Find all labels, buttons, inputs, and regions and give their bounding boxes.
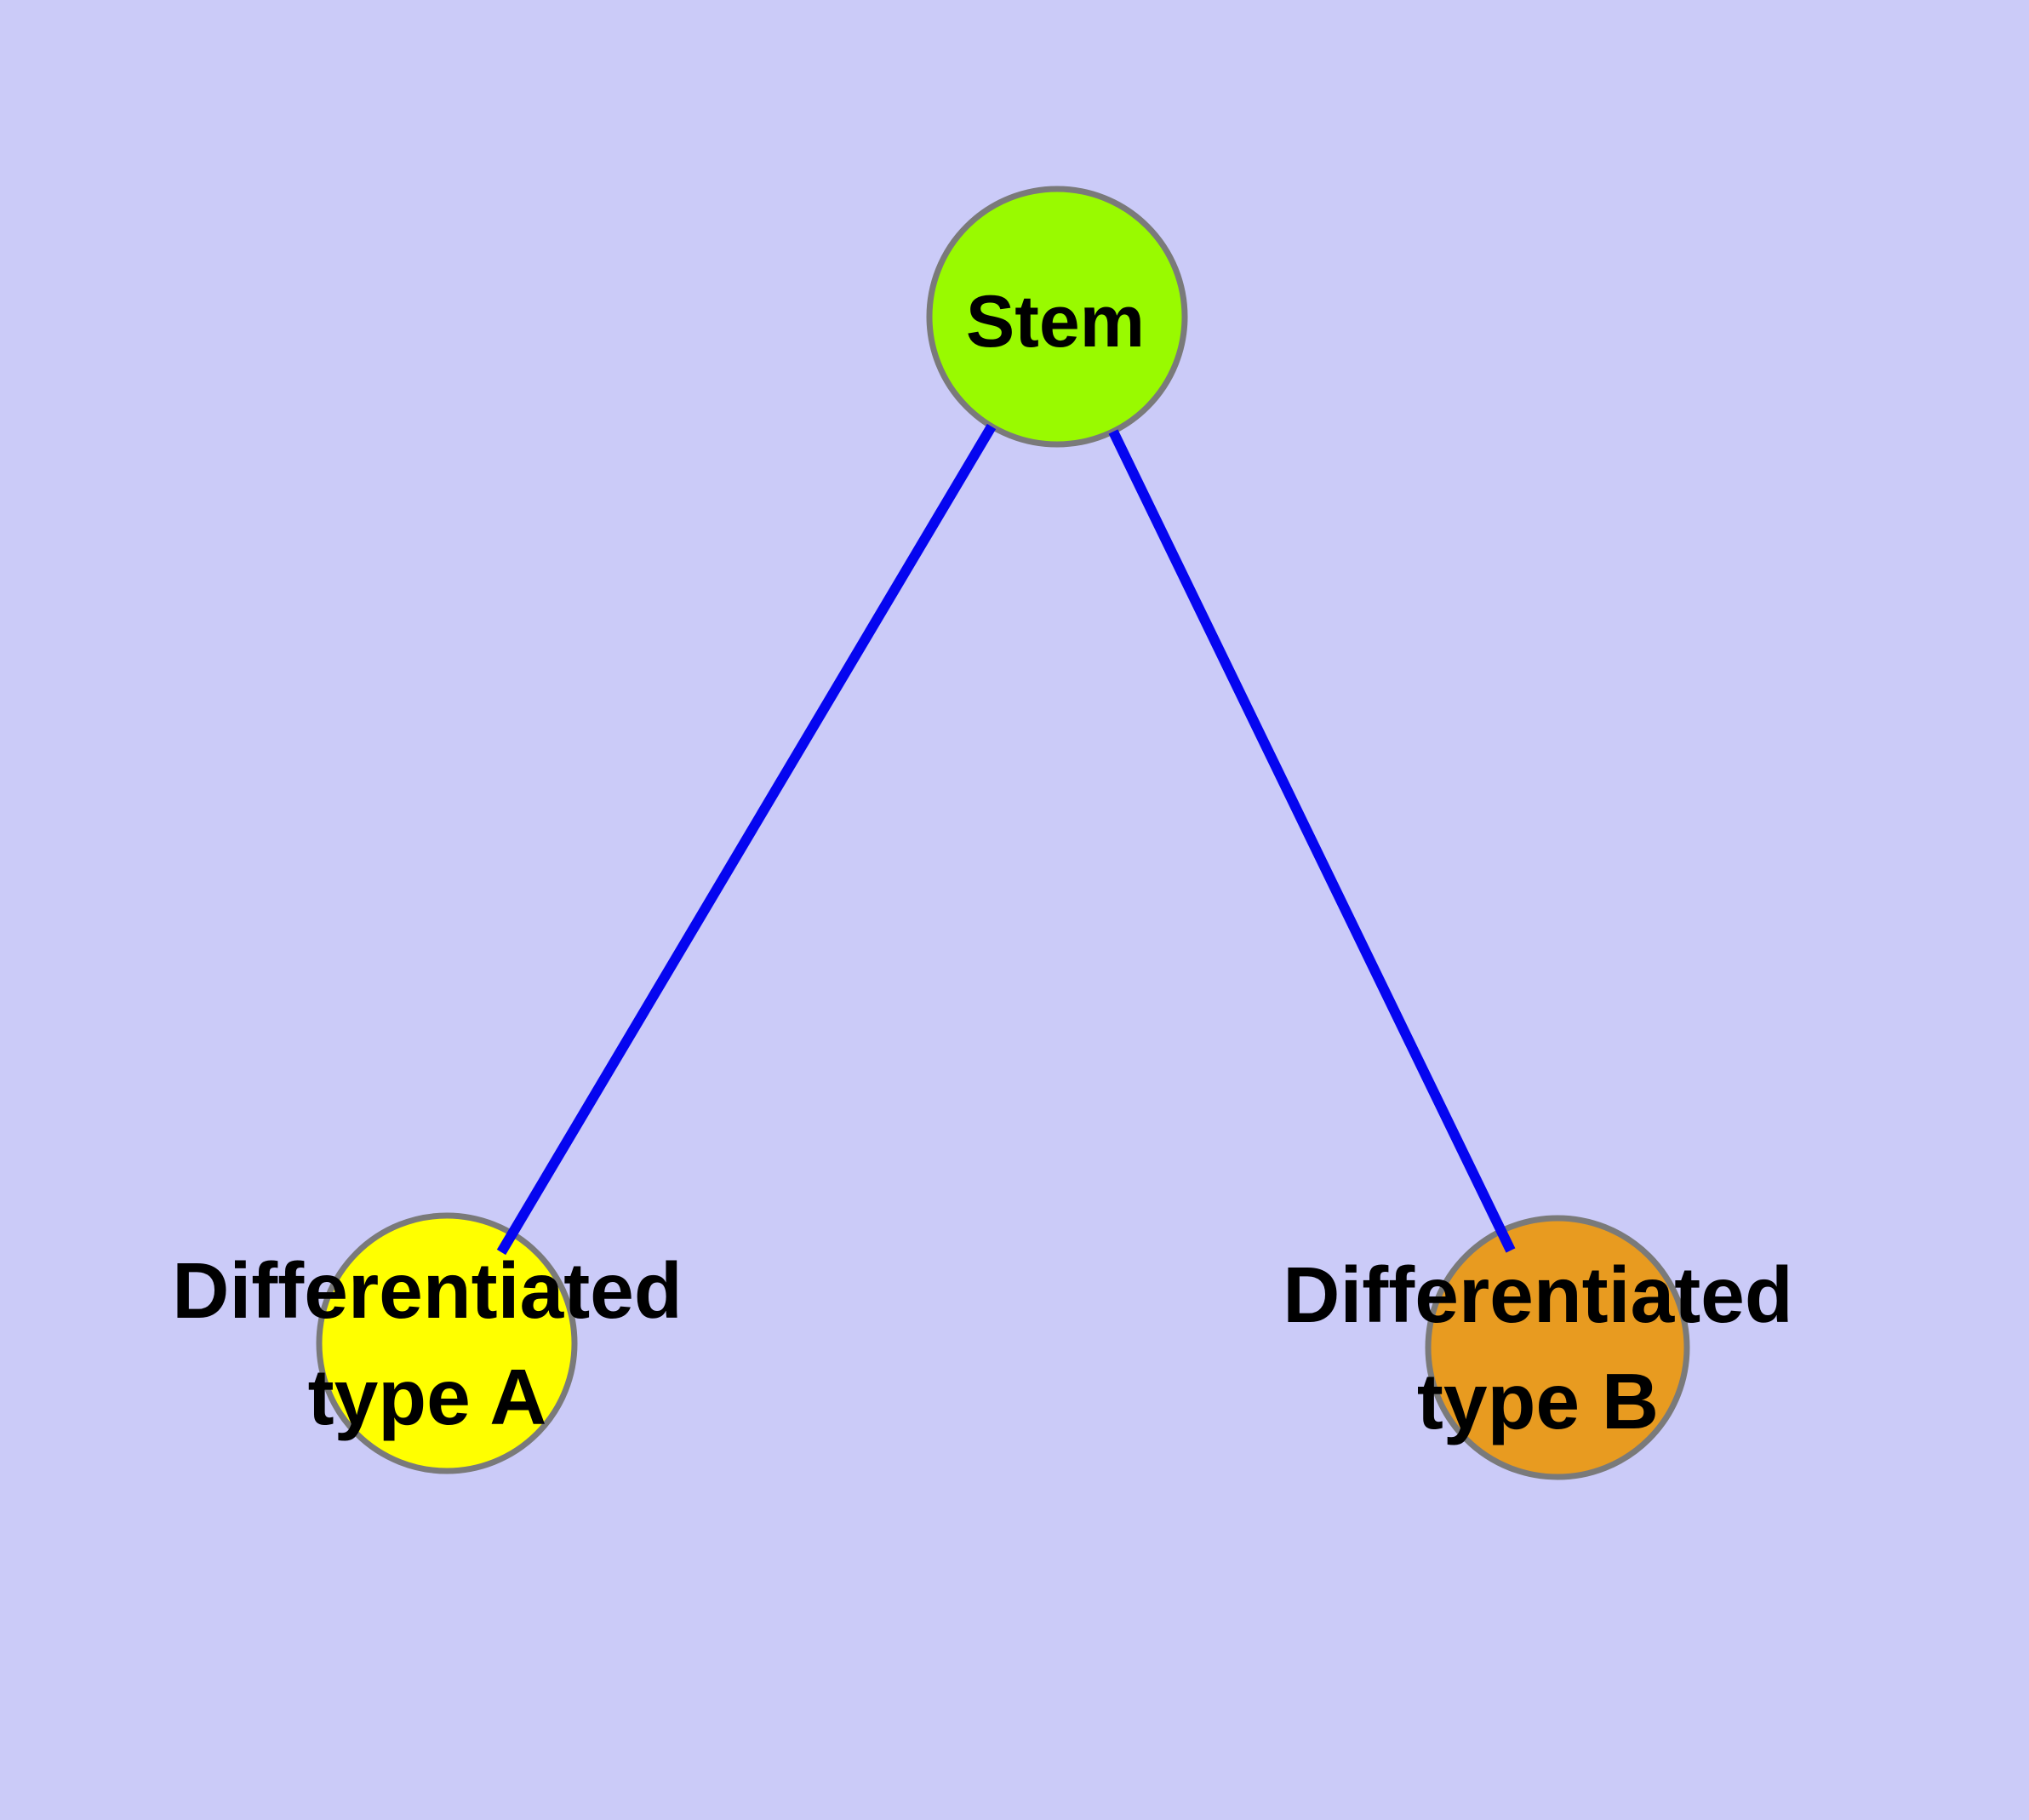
edge-stem-to-type-a [496,423,997,1256]
edge-stem-to-type-b [1108,429,1516,1253]
node-type-b-label-line1: Differentiated [1283,1251,1792,1339]
node-type-b-circle [1425,1215,1690,1480]
node-type-a-label-line1: Differentiated [172,1246,682,1335]
node-stem-circle [926,186,1188,448]
node-type-a-circle [316,1212,578,1474]
node-type-b-label-line2: type B [1417,1357,1659,1445]
node-stem-label: Stem [966,281,1145,363]
node-type-a-label-line2: type A [308,1353,547,1441]
